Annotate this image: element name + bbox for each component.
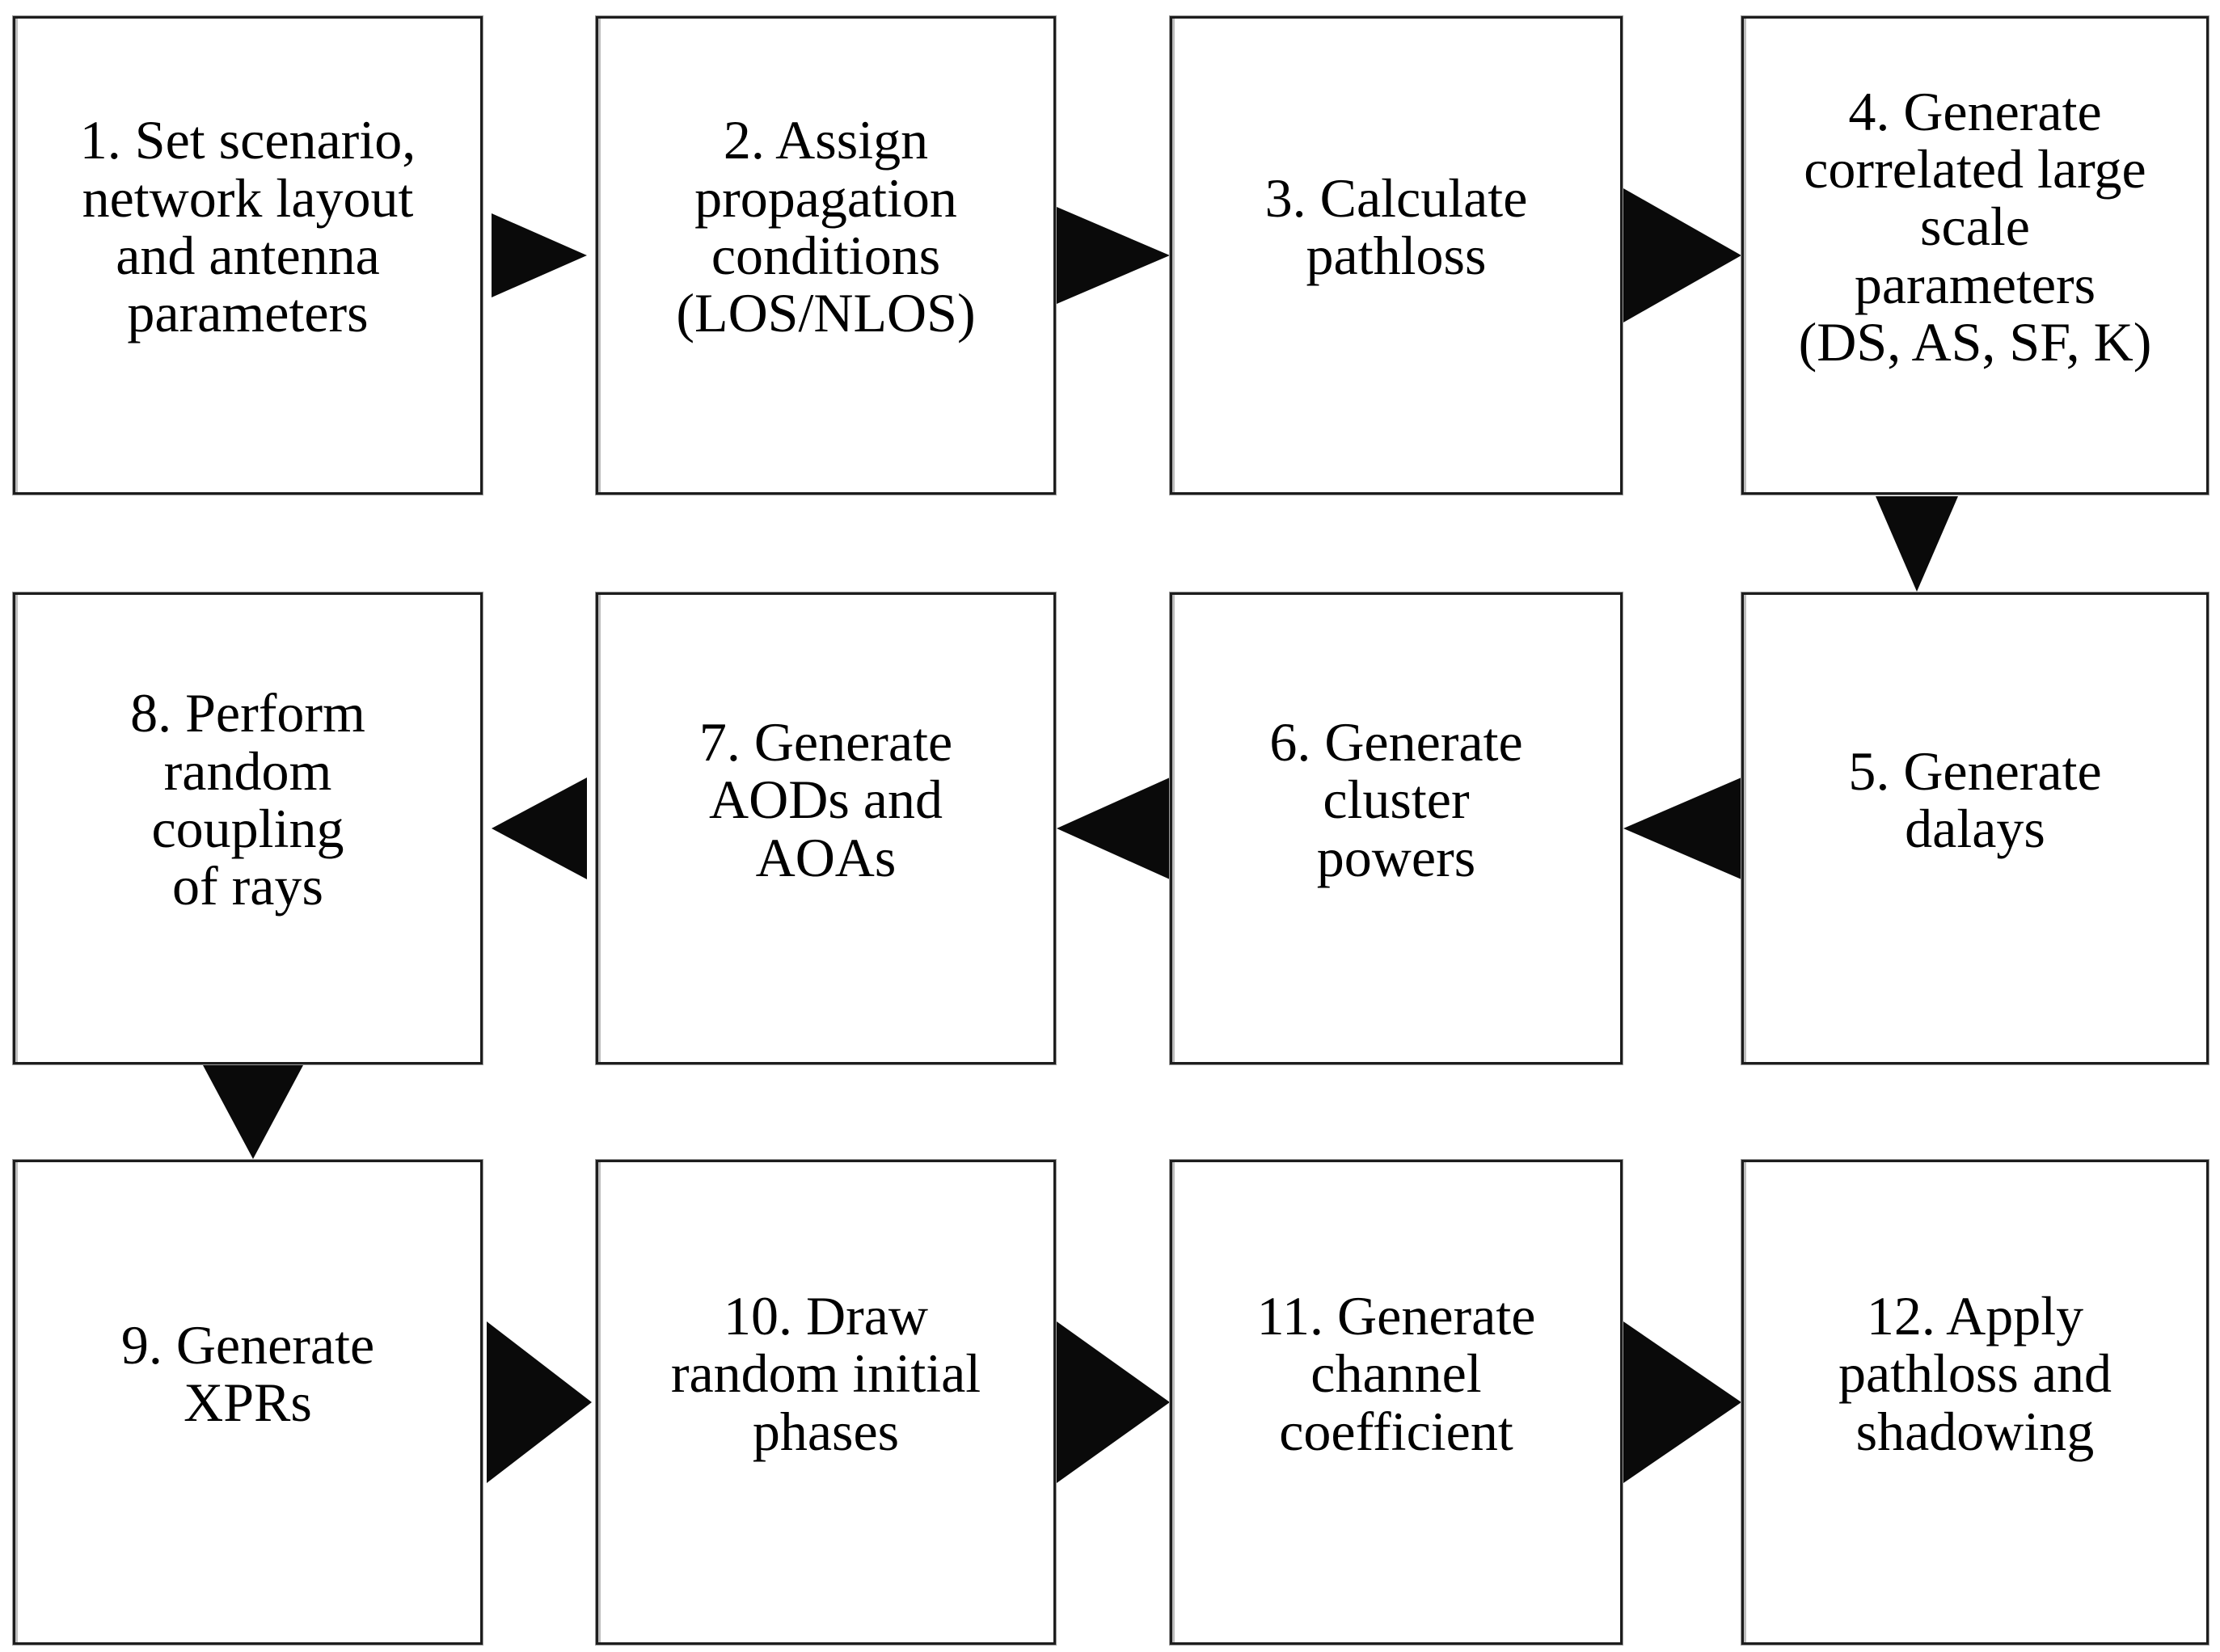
step-box-4: 4. Generate correlated large scale param… [1741,16,2209,495]
arrow-right-icon [487,1321,592,1483]
arrow-down-icon [202,1065,303,1159]
step-box-12: 12. Apply pathloss and shadowing [1741,1160,2209,1645]
step-box-3: 3. Calculate pathloss [1170,16,1623,495]
flow-arrow-5-6 [1623,592,1741,1064]
step-box-8: 8. Perform random coupling of rays [13,592,483,1064]
flow-arrow-3-4 [1623,16,1741,495]
flow-arrow-8-9 [13,1064,483,1160]
step-box-11: 11. Generate channel coefficient [1170,1160,1623,1645]
step-label-6: 6. Generate cluster powers [1269,710,1523,888]
flow-arrow-7-8 [483,592,596,1064]
step-box-6: 6. Generate cluster powers [1170,592,1623,1064]
step-box-10: 10. Draw random initial phases [596,1160,1056,1645]
arrow-right-icon [1623,188,1741,322]
arrow-right-icon [1056,1321,1170,1483]
flow-arrow-10-11 [1056,1160,1170,1645]
step-label-10: 10. Draw random initial phases [670,1284,981,1462]
step-box-5: 5. Generate dalays [1741,592,2209,1064]
step-label-7: 7. Generate AODs and AOAs [698,710,953,888]
flow-arrow-11-12 [1623,1160,1741,1645]
step-box-7: 7. Generate AODs and AOAs [596,592,1056,1064]
flow-arrow-9-10 [483,1160,596,1645]
step-label-11: 11. Generate channel coefficient [1256,1284,1536,1462]
arrow-left-icon [1623,778,1741,879]
flow-arrow-1-2 [483,16,596,495]
arrow-down-icon [1876,495,1958,592]
step-label-9: 9. Generate XPRs [120,1313,375,1433]
arrow-right-icon [492,213,587,297]
step-box-9: 9. Generate XPRs [13,1160,483,1645]
step-label-5: 5. Generate dalays [1848,740,2102,859]
step-label-4: 4. Generate correlated large scale param… [1798,80,2152,373]
step-label-2: 2. Assign propagation conditions (LOS/NL… [676,109,976,344]
arrow-left-icon [492,778,587,879]
step-box-2: 2. Assign propagation conditions (LOS/NL… [596,16,1056,495]
step-label-3: 3. Calculate pathloss [1264,166,1528,286]
step-label-12: 12. Apply pathloss and shadowing [1838,1284,2112,1462]
flow-arrow-2-3 [1056,16,1170,495]
step-label-8: 8. Perform random coupling of rays [130,682,365,917]
arrow-right-icon [1623,1321,1741,1483]
arrow-left-icon [1056,778,1170,879]
flow-arrow-6-7 [1056,592,1170,1064]
step-label-1: 1. Set scenario, network layout and ante… [79,109,416,344]
flow-arrow-4-5 [1741,495,2209,592]
arrow-right-icon [1056,207,1170,304]
step-box-1: 1. Set scenario, network layout and ante… [13,16,483,495]
